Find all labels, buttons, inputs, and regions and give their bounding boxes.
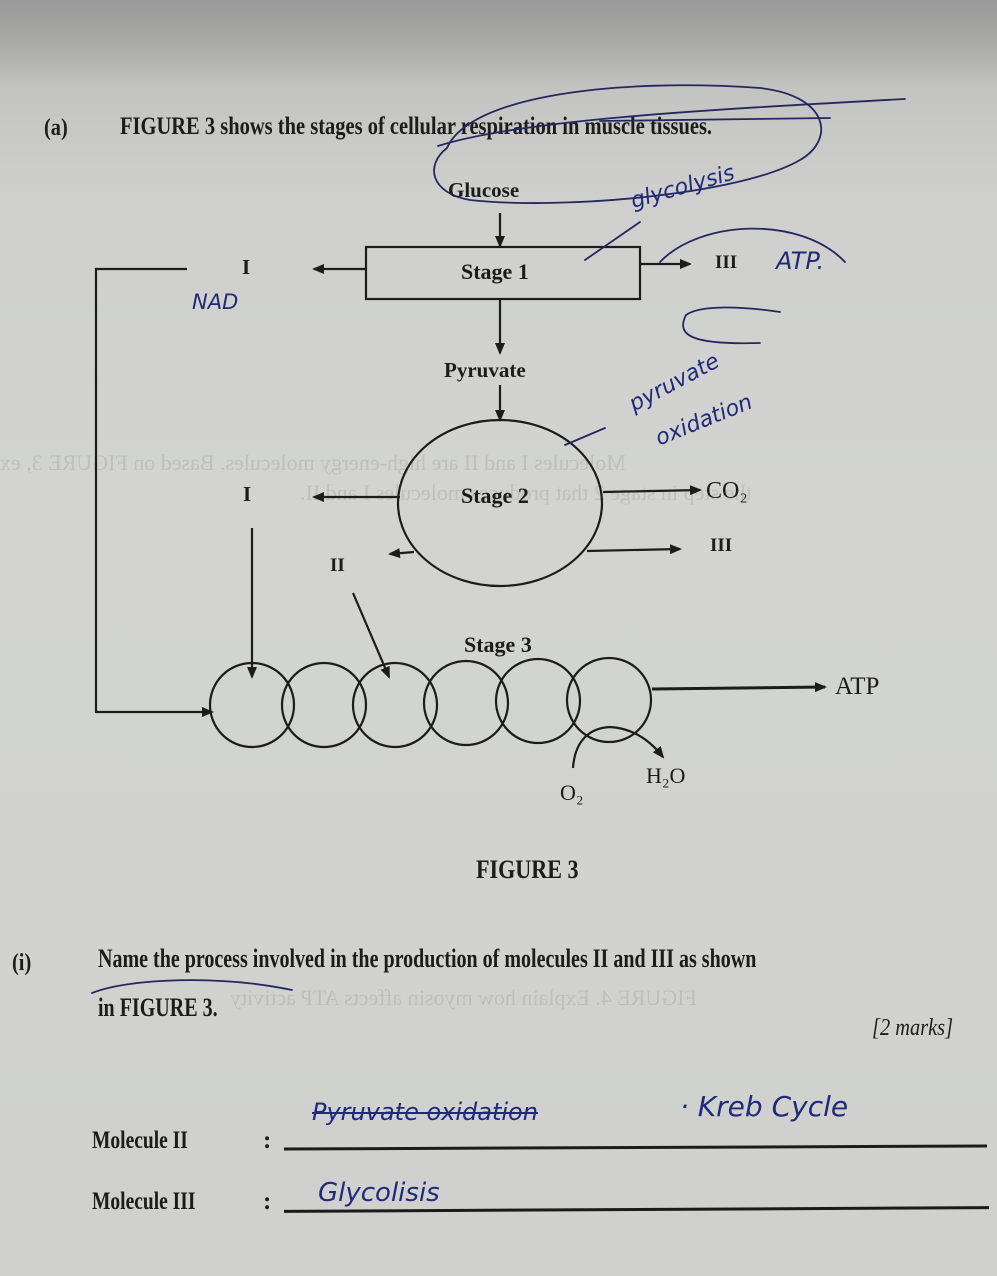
figure-caption: FIGURE 3 xyxy=(476,855,579,884)
stage-2-circle xyxy=(396,418,604,588)
answer-label-molecule-iii: Molecule III xyxy=(92,1188,196,1215)
o2-label: O₂ xyxy=(560,780,584,805)
handwritten-answer-molecule-iii: Glycolisis xyxy=(318,1178,440,1208)
handwritten-atp-note: ATP. xyxy=(776,247,825,275)
molecule-ii-label: II xyxy=(330,555,345,576)
handwritten-nad-note: NAD xyxy=(192,290,239,314)
stage-1-label: Stage 1 xyxy=(461,259,529,284)
molecule-iii-label: III xyxy=(715,252,738,273)
pyruvate-label: Pyruvate xyxy=(444,358,526,382)
pen-loop-mark xyxy=(433,84,823,204)
stage-3-label: Stage 3 xyxy=(464,632,532,657)
h2o-label: H₂O xyxy=(646,763,686,788)
marks-allocation: [2 marks] xyxy=(872,1015,954,1041)
atp-label: ATP xyxy=(835,673,880,700)
molecule-i-label: I xyxy=(242,255,251,279)
glucose-label: Glucose xyxy=(448,178,520,202)
question-i-text-line-2: in FIGURE 3. xyxy=(98,993,218,1022)
answer-colon: : xyxy=(263,1127,272,1154)
molecule-i-label: I xyxy=(243,482,252,506)
question-a-label: (a) xyxy=(44,115,68,141)
stage-3-electron-transport-chain xyxy=(208,656,653,749)
co2-label: CO₂ xyxy=(706,478,748,504)
answer-label-molecule-ii: Molecule II xyxy=(92,1127,188,1154)
molecule-iii-label: III xyxy=(710,535,733,556)
stage-1-box xyxy=(364,245,642,301)
answer-colon: : xyxy=(263,1188,272,1215)
question-i-label: (i) xyxy=(12,950,32,976)
figure-reference: FIGURE 3 xyxy=(120,113,216,140)
question-i-text-line-1: Name the process involved in the product… xyxy=(98,944,757,973)
handwritten-answer-molecule-ii: · Kreb Cycle xyxy=(680,1090,849,1123)
struck-answer-molecule-ii: Pyruvate oxidation xyxy=(312,1098,538,1126)
stage-2-label: Stage 2 xyxy=(461,483,529,508)
